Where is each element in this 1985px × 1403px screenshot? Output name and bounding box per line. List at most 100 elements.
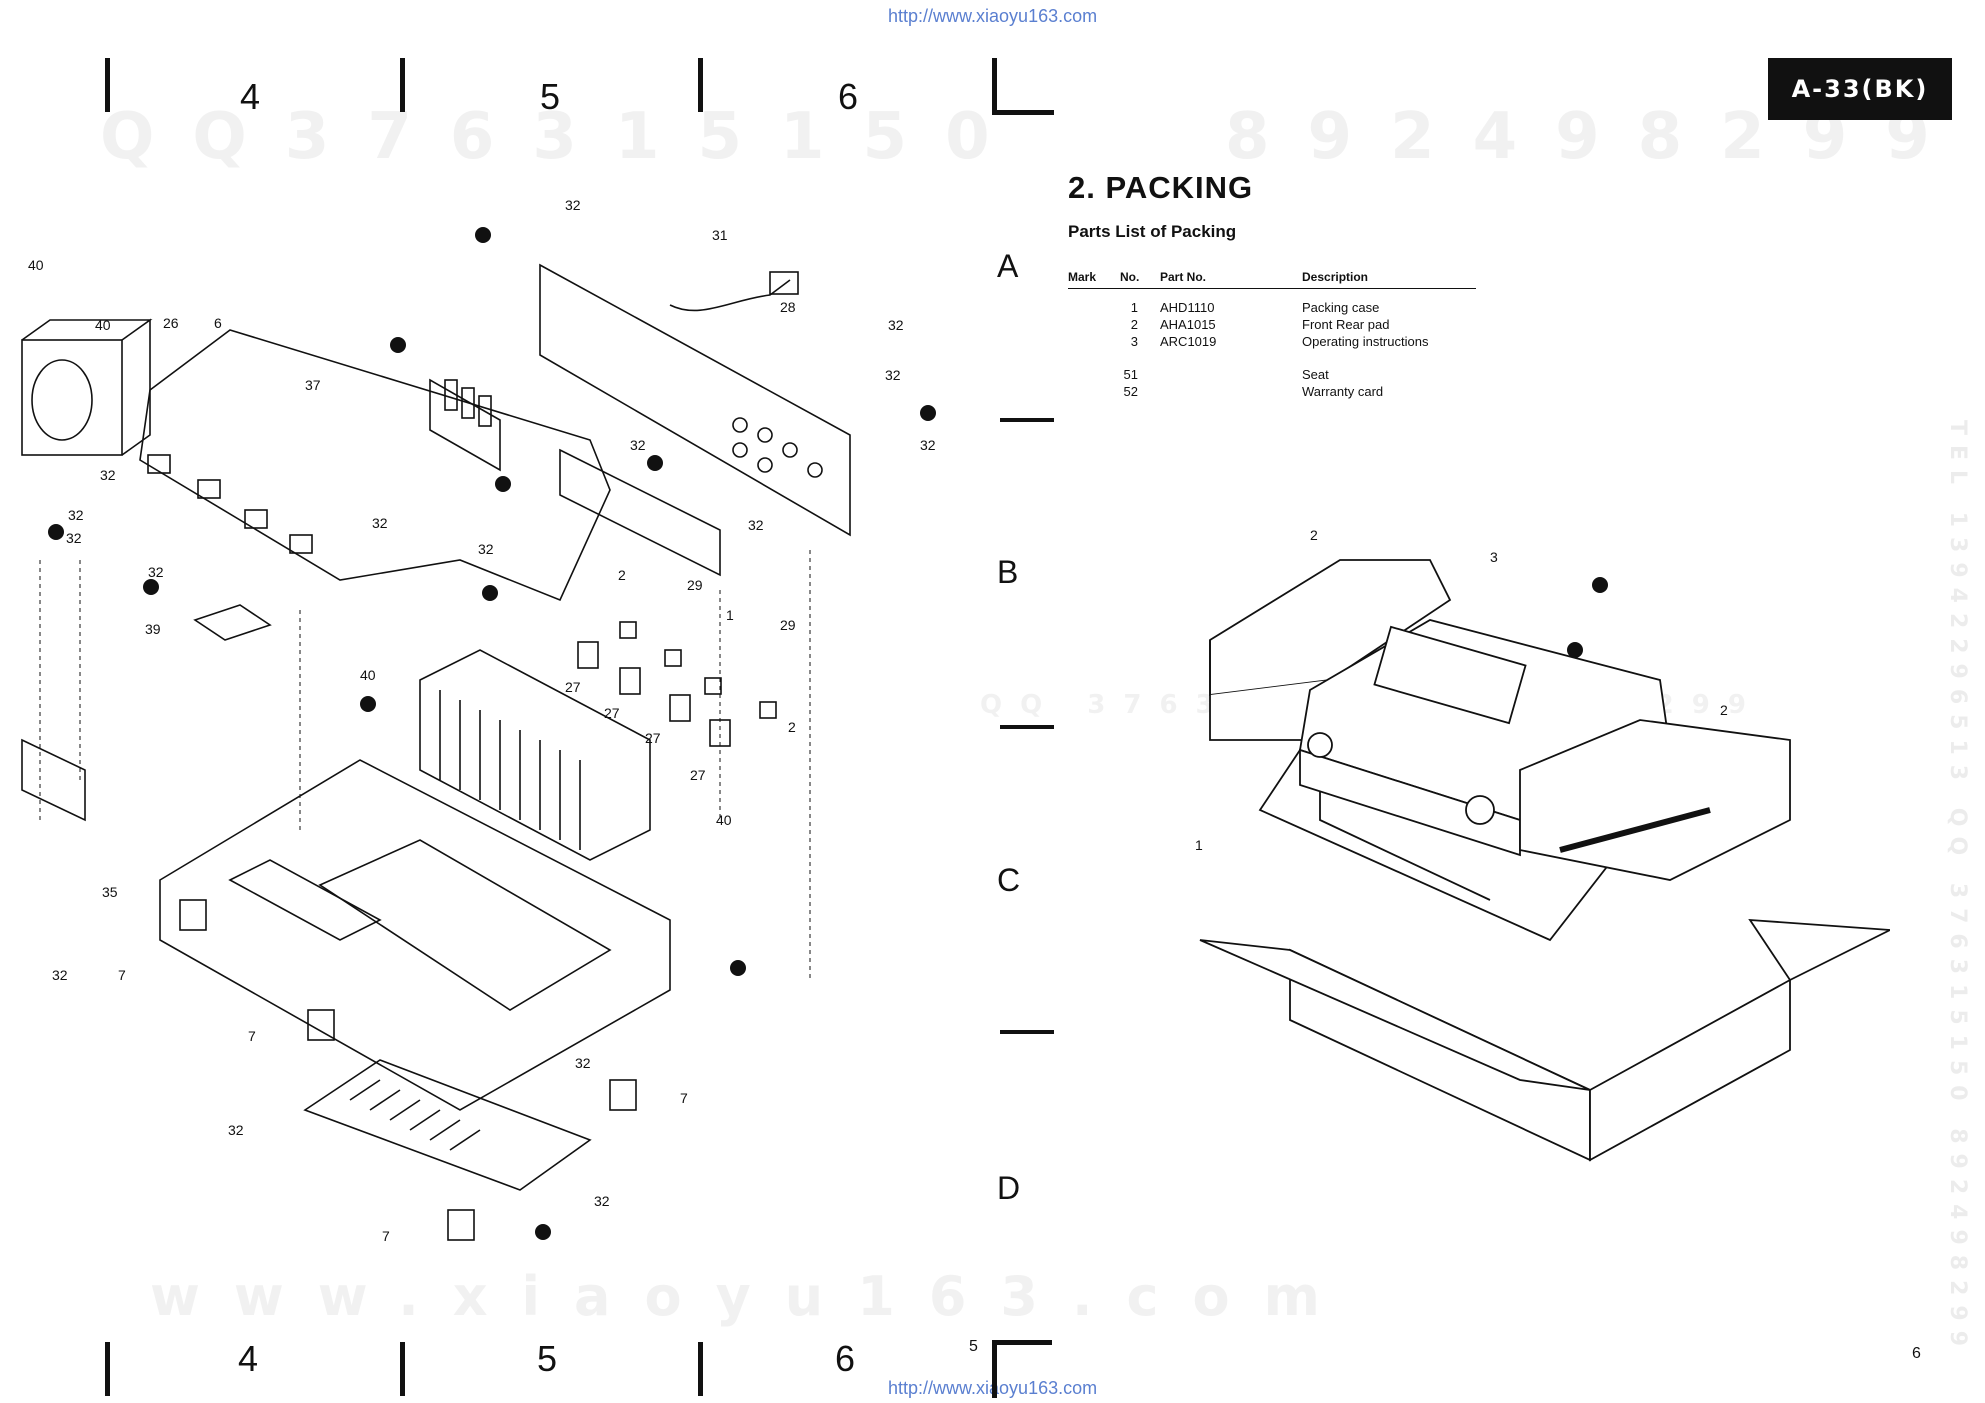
packing-illustration: 2 3 2 1 xyxy=(1195,527,1890,1162)
parts-list-subtitle: Parts List of Packing xyxy=(1068,222,1237,241)
grid-column-label: 6 xyxy=(835,1338,856,1379)
table-row: 52 Warranty card xyxy=(1068,383,1476,400)
chassis-drawing xyxy=(159,759,671,1111)
cell-part-no: AHD1110 xyxy=(1160,300,1215,315)
svg-text:2: 2 xyxy=(618,567,626,583)
watermark-side: TEL 13942296513 QQ 376315150 892498299 xyxy=(1945,420,1970,1357)
grid-row-divider xyxy=(1000,418,1054,422)
header-no: No. xyxy=(1120,270,1160,289)
grid-column-label: 5 xyxy=(537,1338,558,1379)
header-mark: Mark xyxy=(1068,270,1120,289)
page-number-right: 6 xyxy=(1912,1345,1921,1362)
svg-text:32: 32 xyxy=(888,317,904,333)
svg-text:26: 26 xyxy=(163,315,179,331)
cell-mark xyxy=(1068,333,1120,350)
svg-text:32: 32 xyxy=(100,467,116,483)
grid-bar xyxy=(698,58,703,112)
svg-text:40: 40 xyxy=(716,812,732,828)
svg-text:28: 28 xyxy=(780,299,796,315)
svg-text:1: 1 xyxy=(726,607,734,623)
grid-bar xyxy=(400,58,405,112)
parts-table: Mark No. Part No. Description 1 AHD1110 … xyxy=(1068,270,1476,400)
svg-text:32: 32 xyxy=(748,517,764,533)
grid-row-label: D xyxy=(997,1170,1021,1206)
svg-text:37: 37 xyxy=(305,377,321,393)
page-number-left: 5 xyxy=(969,1338,978,1355)
svg-text:27: 27 xyxy=(645,730,661,746)
source-url-top[interactable]: http://www.xiaoyu163.com xyxy=(888,6,1098,26)
exploded-view-diagram: 32 31 28 32 32 32 32 32 40 40 26 6 37 32… xyxy=(21,197,936,1244)
bottom-cover-drawing xyxy=(303,1059,592,1191)
grid-row-label: C xyxy=(997,862,1021,898)
grid-bar xyxy=(105,58,110,112)
transformer-drawing xyxy=(21,339,123,456)
grid-bar xyxy=(105,1342,110,1396)
grid-bar xyxy=(400,1342,405,1396)
svg-text:2: 2 xyxy=(1720,702,1728,718)
grid-row-divider xyxy=(1000,1030,1054,1034)
svg-text:32: 32 xyxy=(885,367,901,383)
header-description: Description xyxy=(1302,270,1476,289)
watermark-bottom: www.xiaoyu163.com xyxy=(150,1265,1354,1328)
cell-description: Operating instructions xyxy=(1302,334,1429,349)
svg-text:32: 32 xyxy=(630,437,646,453)
main-pcb-drawing xyxy=(139,329,611,602)
svg-text:27: 27 xyxy=(690,767,706,783)
table-row: 3 ARC1019 Operating instructions xyxy=(1068,333,1476,350)
table-row: 2 AHA1015 Front Rear pad xyxy=(1068,316,1476,333)
svg-text:29: 29 xyxy=(780,617,796,633)
svg-text:40: 40 xyxy=(95,317,111,333)
cell-description: Packing case xyxy=(1302,300,1380,315)
cell-part-no: AHA1015 xyxy=(1160,317,1216,332)
heat-sink-drawing xyxy=(419,649,651,861)
cell-part-no xyxy=(1160,383,1302,400)
grid-bar xyxy=(698,1342,703,1396)
svg-text:7: 7 xyxy=(248,1028,256,1044)
rear-panel-drawing xyxy=(539,263,851,537)
svg-text:32: 32 xyxy=(228,1122,244,1138)
svg-text:39: 39 xyxy=(145,621,161,637)
svg-text:40: 40 xyxy=(28,257,44,273)
corner-mark xyxy=(992,58,997,114)
grid-row-label: B xyxy=(997,554,1019,590)
grid-column-label: 4 xyxy=(238,1338,259,1379)
section-heading: 2. PACKING xyxy=(1068,170,1254,205)
svg-text:27: 27 xyxy=(604,705,620,721)
cell-mark xyxy=(1068,383,1120,400)
grid-column-label: 4 xyxy=(240,76,261,117)
grid-row-label: A xyxy=(997,248,1019,284)
svg-text:32: 32 xyxy=(148,564,164,580)
svg-text:32: 32 xyxy=(66,530,82,546)
header-part-no: Part No. xyxy=(1160,270,1302,289)
cell-no: 1 xyxy=(1130,300,1138,315)
cell-mark xyxy=(1068,299,1120,316)
svg-text:7: 7 xyxy=(382,1228,390,1244)
cell-no: 2 xyxy=(1130,317,1138,332)
cell-description: Warranty card xyxy=(1302,384,1384,399)
svg-text:32: 32 xyxy=(68,507,84,523)
table-row: 1 AHD1110 Packing case xyxy=(1068,299,1476,316)
svg-text:3: 3 xyxy=(1490,549,1498,565)
cell-no: 3 xyxy=(1130,334,1138,349)
svg-text:29: 29 xyxy=(687,577,703,593)
svg-text:32: 32 xyxy=(594,1193,610,1209)
svg-text:27: 27 xyxy=(565,679,581,695)
svg-text:40: 40 xyxy=(360,667,376,683)
table-row: 51 Seat xyxy=(1068,366,1476,383)
svg-text:32: 32 xyxy=(920,437,936,453)
grid-column-label: 5 xyxy=(540,76,561,117)
svg-text:32: 32 xyxy=(478,541,494,557)
corner-mark xyxy=(992,1340,1052,1345)
svg-text:35: 35 xyxy=(102,884,118,900)
svg-text:32: 32 xyxy=(372,515,388,531)
cell-description: Seat xyxy=(1302,367,1329,382)
svg-text:32: 32 xyxy=(575,1055,591,1071)
cell-mark xyxy=(1068,316,1120,333)
cell-part-no xyxy=(1160,366,1302,383)
svg-text:32: 32 xyxy=(565,197,581,213)
svg-text:32: 32 xyxy=(52,967,68,983)
cell-no: 52 xyxy=(1123,384,1138,399)
table-header-row: Mark No. Part No. Description xyxy=(1068,270,1476,289)
svg-text:1: 1 xyxy=(1195,837,1203,853)
cell-mark xyxy=(1068,366,1120,383)
